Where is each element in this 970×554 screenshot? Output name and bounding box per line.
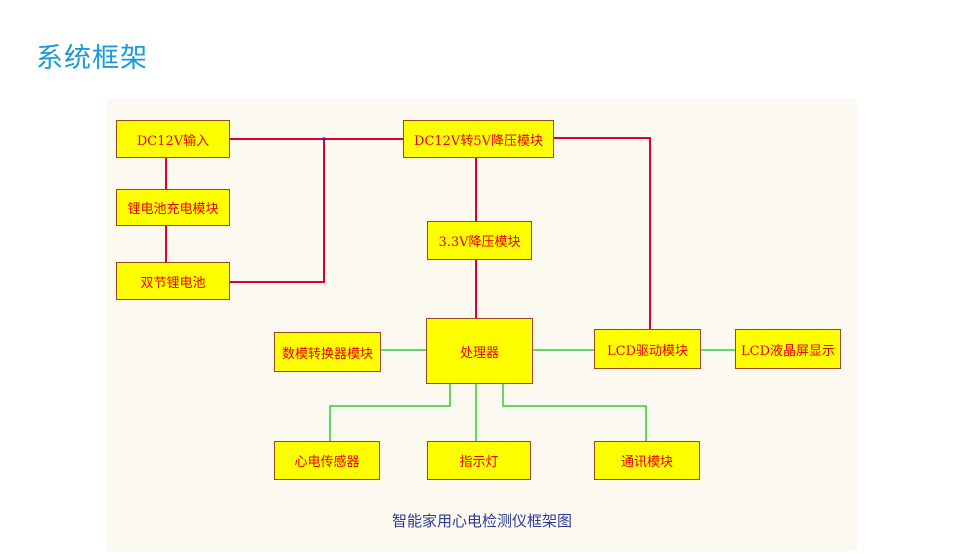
junction-dot <box>322 137 326 141</box>
block-dac-module: 数模转换器模块 <box>274 332 381 372</box>
signal-line-processor-comm <box>502 384 647 441</box>
block-3v3-regulator: 3.3V降压模块 <box>427 221 532 260</box>
block-lcd-driver: LCD驱动模块 <box>594 329 701 369</box>
block-battery-charger: 锂电池充电模块 <box>116 189 230 226</box>
block-processor: 处理器 <box>426 318 533 384</box>
page-title: 系统框架 <box>36 43 148 74</box>
block-ecg-sensor: 心电传感器 <box>274 441 380 480</box>
power-line-buck-to-lcd-driver <box>554 137 651 329</box>
power-line-battery-to-bus <box>230 139 325 283</box>
signal-line-processor-ecg <box>329 384 451 441</box>
block-comm-module: 通讯模块 <box>594 441 700 480</box>
block-dc12v-input: DC12V输入 <box>116 120 230 158</box>
system-block-diagram: DC12V输入 锂电池充电模块 双节锂电池 DC12V转5V降压模块 3.3V降… <box>107 99 857 551</box>
diagram-caption: 智能家用心电检测仪框架图 <box>391 512 572 530</box>
connection-lines <box>165 137 735 441</box>
block-lcd-display: LCD液晶屏显示 <box>735 329 841 369</box>
block-indicator-light: 指示灯 <box>427 441 531 480</box>
block-lithium-battery: 双节锂电池 <box>116 262 230 300</box>
block-dc12v-to-5v-buck: DC12V转5V降压模块 <box>403 120 554 158</box>
